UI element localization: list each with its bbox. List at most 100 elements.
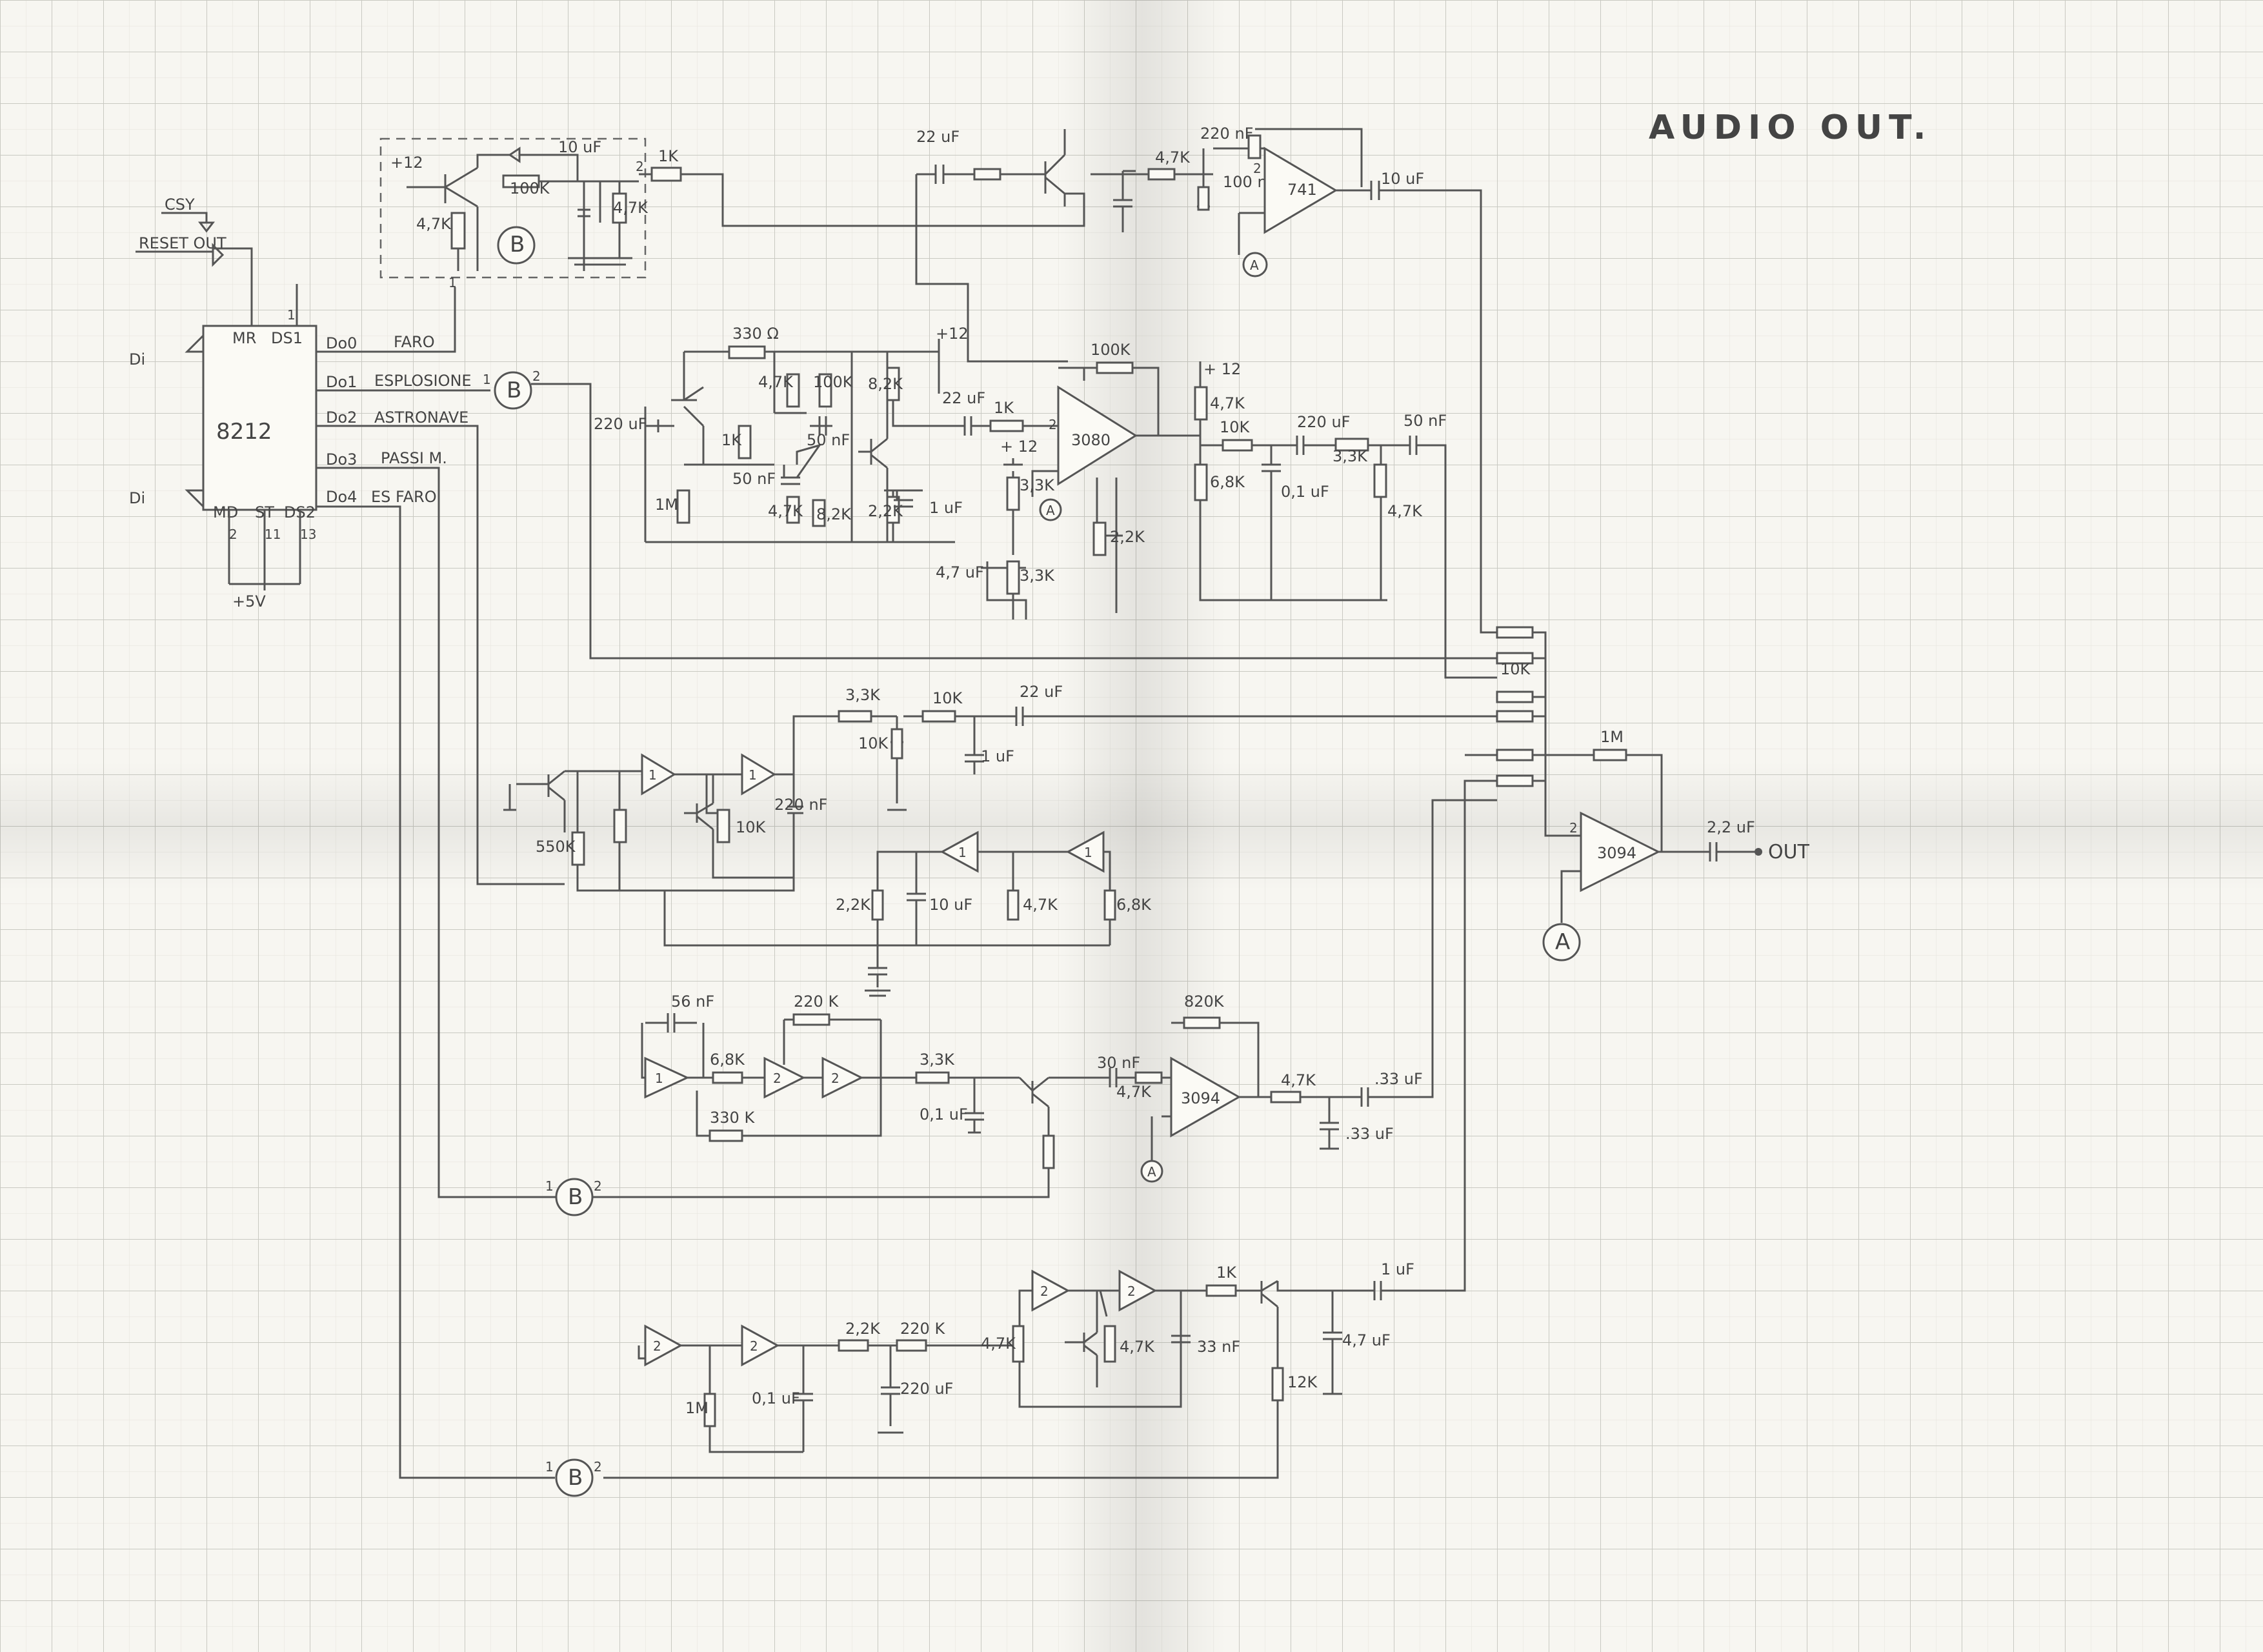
faro-pin2: 2	[636, 159, 644, 174]
output-label: OUT	[1768, 841, 1810, 863]
esplosione-r100k: 100K	[813, 373, 854, 391]
connector-a-passi: A	[1140, 1160, 1163, 1183]
esplosione-r10k: 10K	[1220, 418, 1251, 436]
passi-r47k: 4,7K	[1116, 1083, 1152, 1101]
passi-r820k: 820K	[1184, 992, 1225, 1011]
astronave-c1uf: 1 uF	[981, 747, 1014, 765]
ic-pin-13: 13	[300, 527, 316, 542]
opamp-3080-pin2: 2	[1049, 417, 1057, 432]
esplosione-r33k-b: 3,3K	[1020, 567, 1055, 585]
connector-b-passi-label: B	[568, 1184, 583, 1210]
faro-r1k: 1K	[658, 147, 679, 165]
astronave-r10k: 10K	[736, 818, 767, 836]
esplosione-r47k-b: 4,7K	[768, 502, 803, 520]
astronave-r68k: 6,8K	[1116, 896, 1152, 914]
esplosione-r47k: 4,7K	[758, 373, 794, 391]
passi-r330k: 330 K	[710, 1109, 755, 1127]
buffer-astronave-2-label: 1	[1084, 845, 1092, 860]
opamp-3094	[1170, 1056, 1242, 1138]
esplosione-plus12: +12	[936, 325, 969, 343]
connector-a-top-label: A	[1250, 257, 1259, 273]
buffer-esfaro-2-label: 2	[750, 1338, 758, 1354]
esplosione-r47k-c: 4,7K	[1210, 394, 1245, 412]
passi-r220k: 220 K	[794, 992, 839, 1011]
astronave-r33k: 3,3K	[845, 686, 881, 704]
buffer-esfaro-1	[644, 1324, 683, 1367]
passi-r33k: 3,3K	[920, 1051, 955, 1069]
output-do0: Do0	[326, 334, 357, 352]
opamp-741	[1263, 146, 1338, 234]
connector-a-passi-label: A	[1147, 1164, 1156, 1180]
faro-r100k: 100K	[510, 179, 550, 197]
section-esfaro: 2 2 1M 0,1 uF 2,2K 220 uF 220 K 4,7K 2 2…	[603, 780, 1497, 1479]
esplosione-r1k: 1K	[721, 431, 742, 449]
faro-r47k-c: 4,7K	[1155, 148, 1191, 166]
astronave-r550k: 550K	[536, 838, 576, 856]
esplosione-plus12-b: + 12	[1203, 360, 1241, 378]
connector-b-top: B	[497, 226, 536, 265]
esplosione-v12: + 12	[1000, 438, 1038, 456]
esplosione-r82k-b: 8,2K	[868, 375, 903, 393]
ic-pin-11: 11	[265, 527, 281, 542]
buffer-esfaro-3	[1031, 1269, 1071, 1312]
esplosione-c1uf: 1 uF	[929, 499, 963, 517]
mixer-output-cap: 2,2 uF	[1707, 818, 1755, 836]
signal-faro: FARO	[394, 333, 435, 351]
opamp-passi-2-label: 2	[773, 1071, 781, 1086]
signal-esplosione: ESPLOSIONE	[374, 372, 472, 390]
faro-c10uf: 10 uF	[558, 138, 601, 156]
ic-pin-mr: MR	[232, 329, 256, 347]
connector-b-esplosione-label: B	[507, 378, 521, 403]
esplosione-r22k-b: 2,2K	[1110, 528, 1145, 546]
esplosione-c50nf-c: 50 nF	[1403, 412, 1447, 430]
astronave-r10k-c: 10K	[932, 689, 963, 707]
output-do2: Do2	[326, 408, 357, 427]
connector-a-mixer: A	[1542, 923, 1581, 962]
passi-c01uf: 0,1 uF	[920, 1105, 968, 1123]
esplosione-c47uf: 4,7 uF	[936, 563, 984, 581]
opamp-passi-1	[644, 1056, 690, 1099]
mixer-r10k: 10K	[1500, 660, 1531, 678]
passi-r68k: 6,8K	[710, 1051, 745, 1069]
faro-r47k-b: 4,7K	[613, 199, 649, 217]
connector-b-esfaro: B 1 2	[545, 1458, 602, 1497]
opamp-3094-label: 3094	[1181, 1089, 1220, 1107]
esfaro-r47k-b: 4,7K	[1120, 1338, 1155, 1356]
esplosione-pin1: 1	[483, 372, 491, 387]
fold-shadow-horizontal	[0, 761, 2263, 891]
section-astronave: 550K 1 1 10K 220 nF 3,3K 10K 10K 22 uF 1…	[503, 683, 1497, 997]
esplosione-c50nf-b: 50 nF	[807, 431, 850, 449]
esplosione-r33k: 3,3K	[1020, 476, 1055, 494]
passi-c56nf: 56 nF	[671, 992, 714, 1011]
connector-b-esplosione: B	[494, 371, 532, 410]
opamp-3080-label: 3080	[1071, 431, 1111, 449]
esfaro-c47uf: 4,7 uF	[1342, 1331, 1391, 1349]
connector-b-esfaro-pin1: 1	[545, 1459, 554, 1475]
esplosione-c50nf: 50 nF	[732, 470, 776, 488]
buffer-1a-label: 1	[649, 767, 657, 783]
connector-a-esplosione-label: A	[1046, 503, 1055, 518]
passi-c33uf: .33 uF	[1374, 1070, 1423, 1088]
opamp-passi-1-label: 1	[655, 1071, 663, 1086]
connector-b-passi-pin2: 2	[594, 1178, 602, 1194]
esplosione-r1k-b: 1K	[994, 399, 1014, 417]
esfaro-r220k: 220 K	[900, 1320, 945, 1338]
passi-c33uf-b: .33 uF	[1345, 1125, 1394, 1143]
faro-pin1: 1	[448, 275, 457, 290]
esfaro-c1uf: 1 uF	[1381, 1260, 1414, 1278]
astronave-r22k: 2,2K	[836, 896, 871, 914]
opamp-passi-3-label: 2	[831, 1071, 840, 1086]
signal-astronave: ASTRONAVE	[374, 408, 468, 427]
esplosione-r100k-b: 100K	[1091, 341, 1131, 359]
buffer-1a	[641, 753, 676, 796]
section-esplosione: B 1 2 +12 330 Ω 220 uF 1M 1K 4,7K 50 nF …	[483, 325, 1497, 679]
ic-input-di-1: Di	[129, 350, 145, 368]
esplosione-r330: 330 Ω	[732, 325, 779, 343]
astronave-c10uf: 10 uF	[929, 896, 972, 914]
esplosione-c220uf-b: 220 uF	[1297, 413, 1350, 431]
signal-reset-out: RESET OUT	[139, 234, 226, 252]
esplosione-r22k: 2,2K	[868, 502, 903, 520]
connector-b-passi-pin1: 1	[545, 1178, 554, 1194]
connector-b-esfaro-pin2: 2	[594, 1459, 602, 1475]
ic-pin-ds1: DS1	[271, 329, 303, 347]
